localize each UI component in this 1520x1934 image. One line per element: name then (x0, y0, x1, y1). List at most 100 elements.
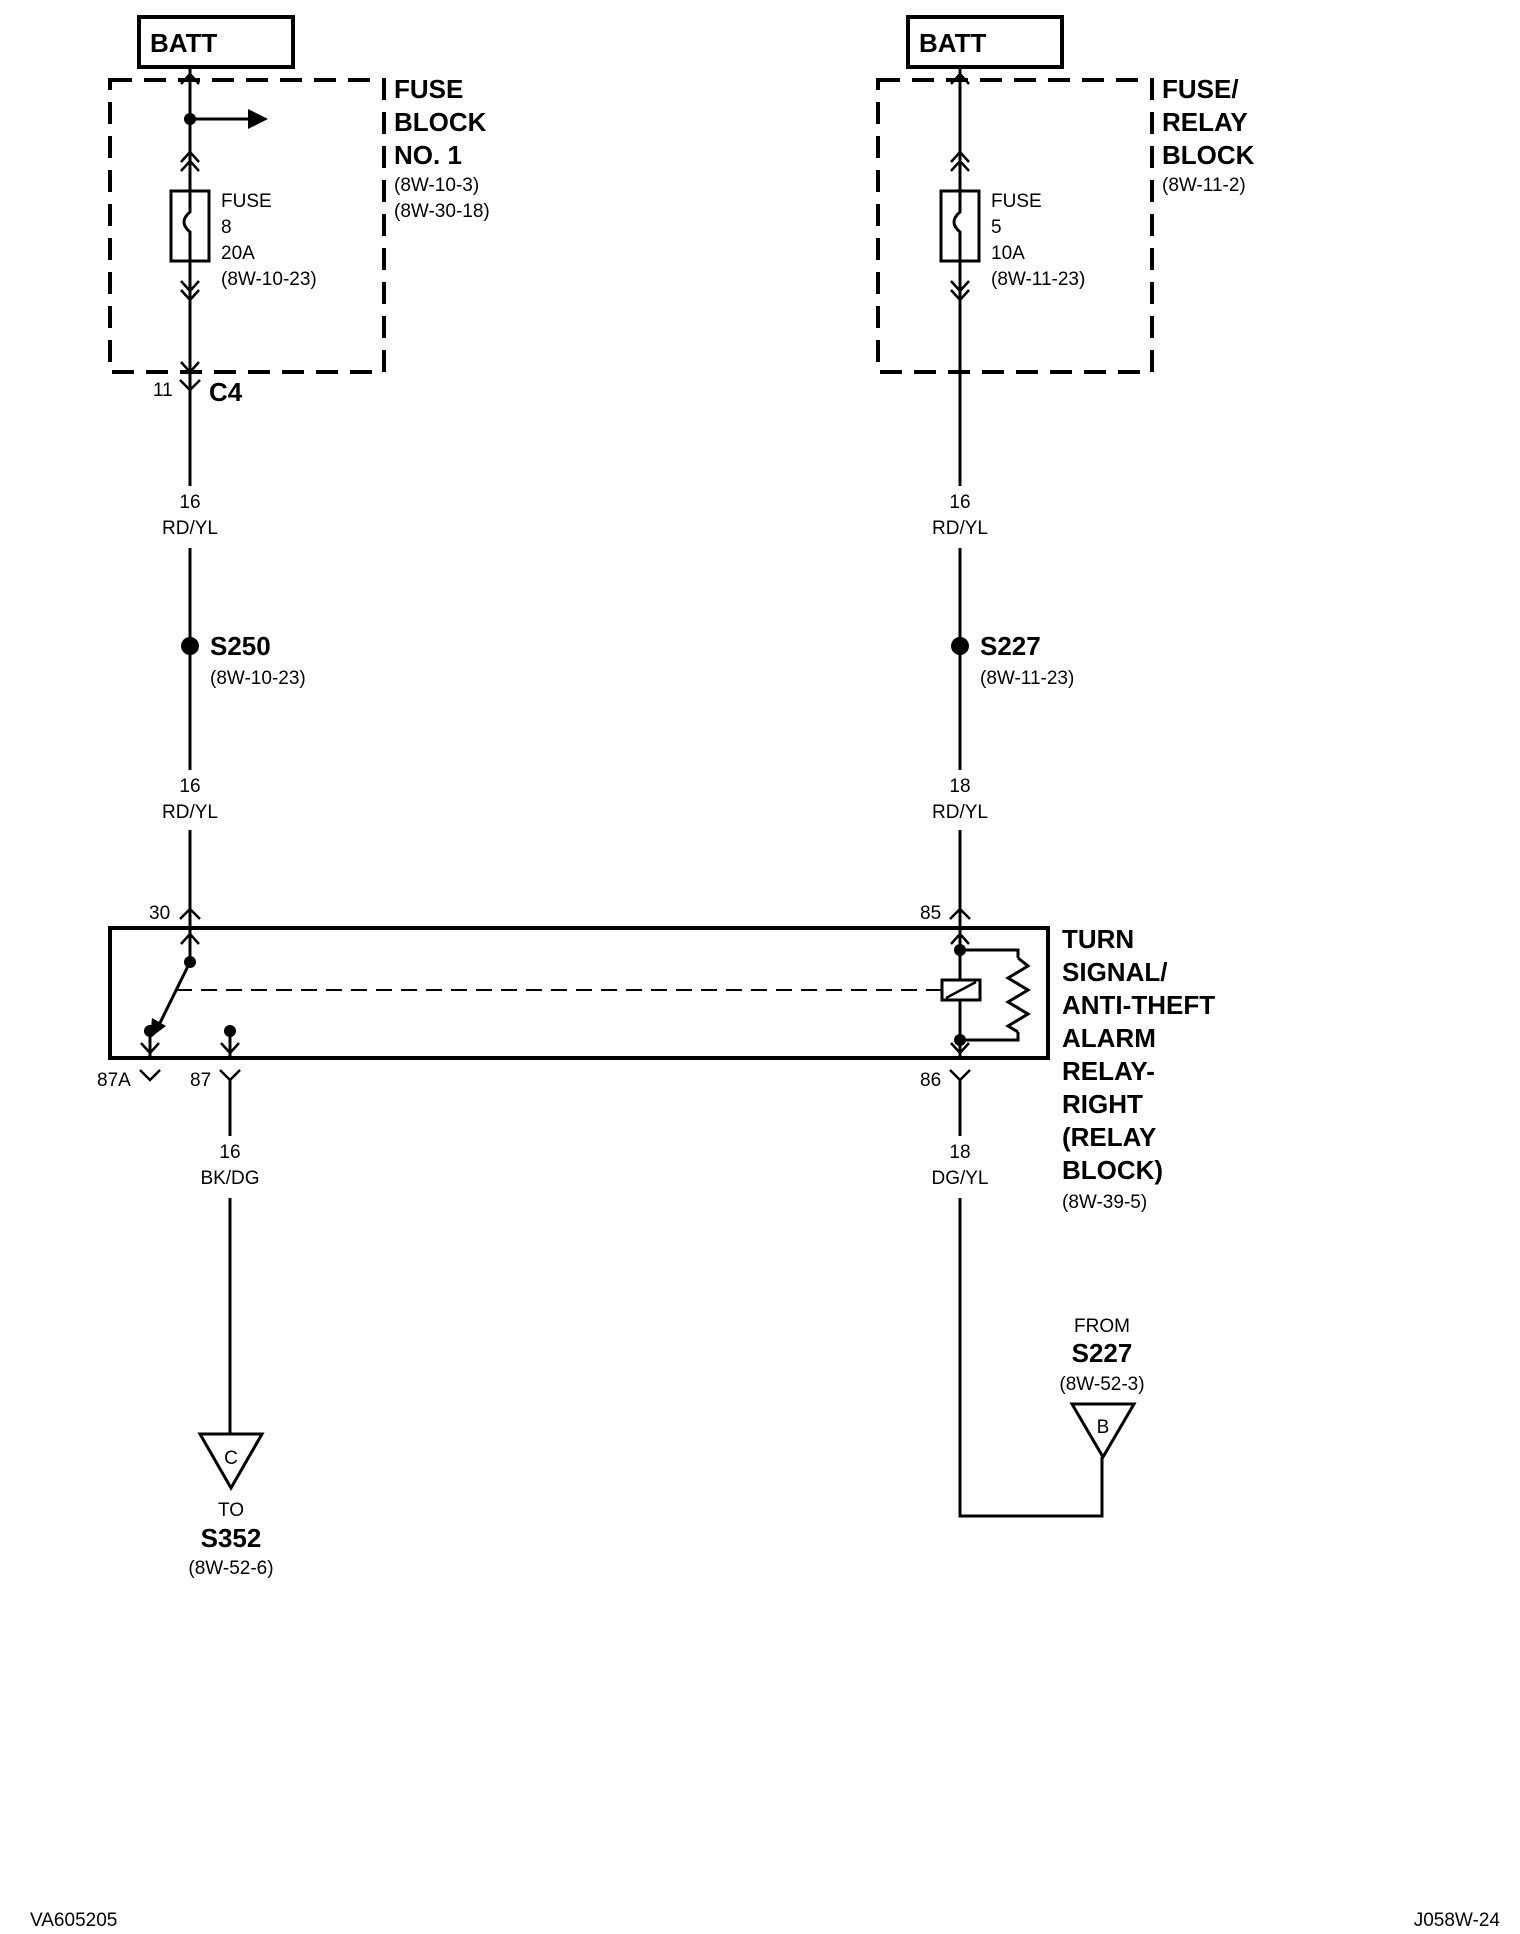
to-label: TO (218, 1500, 244, 1521)
pin-86-inner-chev (950, 1042, 970, 1055)
off-page-connector-c-icon (197, 1432, 265, 1492)
left-block-exit-chev (180, 361, 200, 374)
left-branch-arrow-icon (248, 109, 268, 129)
left-wire2-gauge: 16 (179, 776, 200, 797)
s250-splice-dot (181, 637, 199, 655)
fuse-block-1-ref1: (8W-10-3) (394, 175, 479, 196)
pin-30-connector (179, 907, 201, 920)
batt-box-left (137, 15, 295, 69)
relay-title-line3: ANTI-THEFT (1062, 990, 1215, 1020)
left-fuse-top-chev2 (180, 159, 200, 172)
no-contact-chev (220, 1042, 240, 1055)
to-s352-ref: (8W-52-6) (188, 1558, 273, 1579)
left-fuse-bottom-chev1 (180, 280, 200, 293)
footer-left-code: VA605205 (30, 1910, 117, 1931)
relay-title-line8: BLOCK) (1062, 1155, 1163, 1185)
right-fuse-bottom-chev1 (950, 280, 970, 293)
batt-box-right (906, 15, 1064, 69)
s250-name: S250 (210, 631, 271, 661)
relay-title-line2: SIGNAL/ (1062, 957, 1167, 987)
left-wire1-gauge: 16 (179, 492, 200, 513)
footer-right-code: J058W-24 (1414, 1910, 1501, 1931)
right-wire2-gauge: 18 (949, 776, 970, 797)
right-fuse-line3: 10A (991, 243, 1025, 264)
pin-87-label: 87 (190, 1070, 211, 1091)
left-wire3-gauge: 16 (219, 1142, 240, 1163)
relay-coil-slash (945, 980, 977, 1000)
right-output-wire-b (958, 1198, 1104, 1518)
from-s227-ref: (8W-52-3) (1059, 1374, 1144, 1395)
right-wire1-gauge: 16 (949, 492, 970, 513)
to-s352-name: S352 (201, 1523, 262, 1553)
right-top-connector (950, 72, 970, 85)
fuse-block-1-title-line3: NO. 1 (394, 140, 462, 170)
right-wire3-gauge: 18 (949, 1142, 970, 1163)
pin-85-inner-chev (950, 932, 970, 945)
right-fuse-line1: FUSE (991, 191, 1042, 212)
pin-85-connector (949, 907, 971, 920)
left-top-connector (180, 72, 200, 85)
left-fuse-top-chev1 (180, 150, 200, 163)
pin-85-label: 85 (920, 903, 941, 924)
relay-box (108, 926, 1050, 1060)
from-label: FROM (1074, 1316, 1130, 1337)
right-fuse-bottom-chev2 (950, 289, 970, 302)
fuse-relay-block-title-line2: RELAY (1162, 107, 1248, 137)
pin-86-label: 86 (920, 1070, 941, 1091)
fuse-relay-block-title-line3: BLOCK (1162, 140, 1255, 170)
fuse-relay-block-ref: (8W-11-2) (1162, 175, 1246, 196)
relay-title-line6: RIGHT (1062, 1089, 1143, 1119)
right-wire3-color: DG/YL (931, 1168, 988, 1189)
fuse-block-1-title-line2: BLOCK (394, 107, 487, 137)
s227-ref: (8W-11-23) (980, 668, 1074, 689)
pin-30-label: 30 (149, 903, 170, 924)
fuse-block-1-outline (108, 78, 386, 374)
pin-87a-label: 87A (97, 1070, 131, 1091)
c4-pin-number: 11 (153, 380, 173, 401)
nc-contact-chev (140, 1042, 160, 1055)
resistor-top-lead (960, 948, 1020, 958)
left-fuse-bottom-chev2 (180, 289, 200, 302)
left-fuse-element (182, 191, 192, 261)
fuse-relay-block-title-line1: FUSE/ (1162, 74, 1239, 104)
off-page-connector-b-icon (1069, 1402, 1137, 1460)
pin-87-connector (219, 1069, 241, 1082)
right-fuse-top-chev1 (950, 150, 970, 163)
left-fuse-line3: 20A (221, 243, 255, 264)
right-fuse-line4: (8W-11-23) (991, 269, 1085, 290)
right-fuse-top-chev2 (950, 159, 970, 172)
relay-title-line1: TURN (1062, 924, 1134, 954)
relay-ref: (8W-39-5) (1062, 1192, 1147, 1213)
s250-ref: (8W-10-23) (210, 668, 306, 689)
from-s227-name: S227 (1072, 1338, 1133, 1368)
fuse-block-1-title-line1: FUSE (394, 74, 463, 104)
pin-30-inner-chev (180, 932, 200, 945)
right-wire1-color: RD/YL (932, 518, 988, 539)
switch-arm (154, 961, 192, 1032)
relay-title-line4: ALARM (1062, 1023, 1156, 1053)
left-wire2-color: RD/YL (162, 802, 218, 823)
relay-title-line5: RELAY- (1062, 1056, 1155, 1086)
resistor-bottom-lead (960, 1032, 1020, 1042)
s227-name: S227 (980, 631, 1041, 661)
left-fuse-line1: FUSE (221, 191, 272, 212)
batt-label-right: BATT (919, 28, 987, 58)
left-wire3-color: BK/DG (200, 1168, 259, 1189)
left-fuse-line4: (8W-10-23) (221, 269, 317, 290)
suppression-resistor-icon (1005, 956, 1031, 1034)
left-wire1-color: RD/YL (162, 518, 218, 539)
left-fuse-line2: 8 (221, 217, 232, 238)
off-page-c-letter: C (224, 1448, 238, 1469)
c4-connector-name: C4 (209, 377, 243, 407)
right-fuse-element (952, 191, 962, 261)
off-page-b-letter: B (1097, 1417, 1110, 1438)
pin-87a-connector (139, 1069, 161, 1082)
pin-86-connector (949, 1069, 971, 1082)
right-wire2-color: RD/YL (932, 802, 988, 823)
fuse-relay-block-outline (876, 78, 1154, 374)
fuse-block-1-ref2: (8W-30-18) (394, 201, 490, 222)
right-fuse-line2: 5 (991, 217, 1002, 238)
relay-title-line7: (RELAY (1062, 1122, 1156, 1152)
c4-connector-icon (179, 379, 201, 392)
